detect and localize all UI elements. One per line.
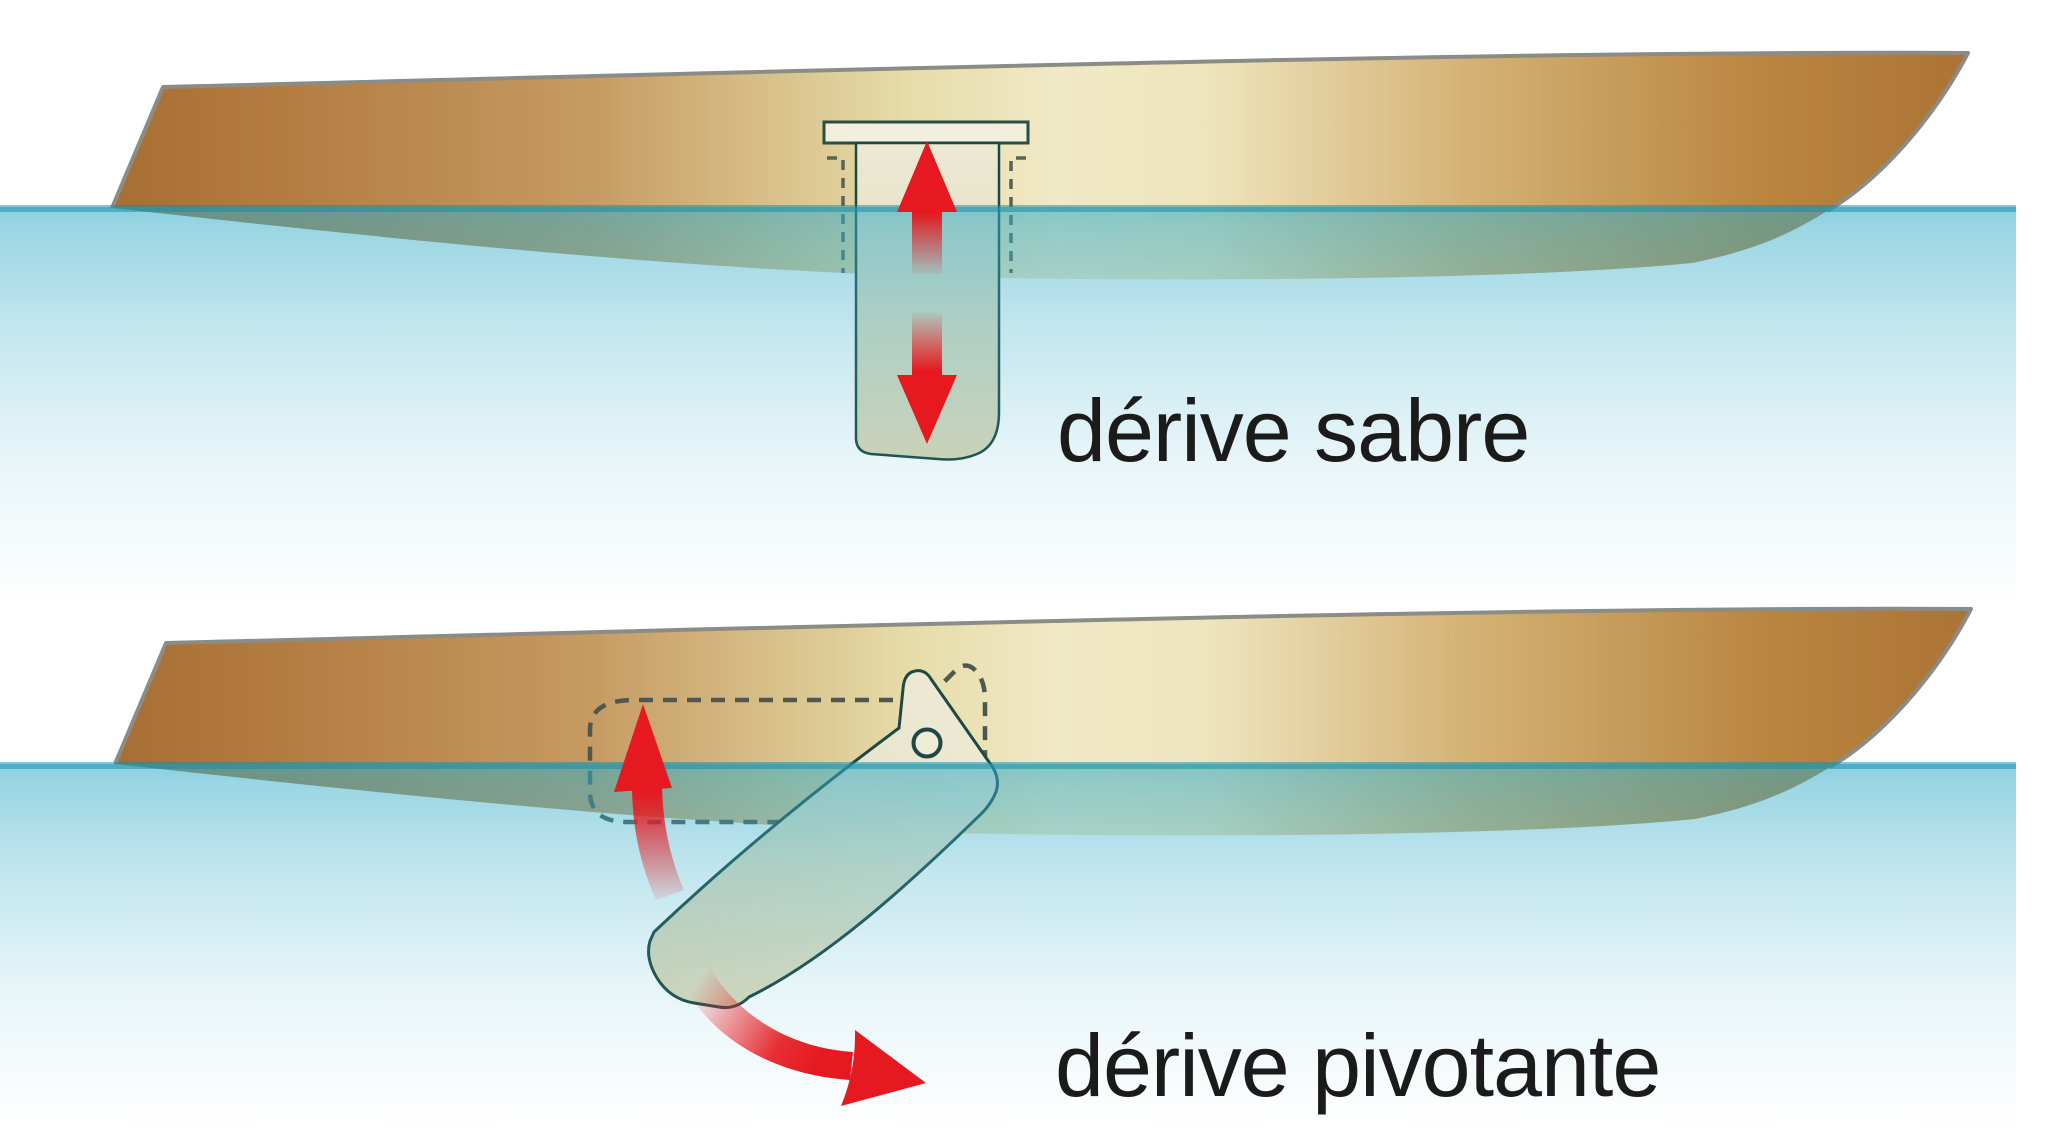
arrow-up-shaft bbox=[632, 787, 684, 900]
pivot-hole bbox=[911, 727, 943, 759]
arrow-up-icon bbox=[897, 141, 957, 274]
panel-derive-pivotante: dérive pivotante bbox=[0, 606, 2016, 1124]
water-surface-top bbox=[0, 207, 2016, 607]
label-derive-sabre: dérive sabre bbox=[1057, 381, 1529, 480]
water-surface-bottom bbox=[0, 764, 2016, 1124]
arrow-up-icon bbox=[614, 704, 672, 792]
label-derive-pivotante: dérive pivotante bbox=[1055, 1016, 1660, 1115]
daggerboard-cap bbox=[822, 120, 1030, 145]
swing-arrow-head-icon bbox=[841, 1030, 926, 1106]
swing-arrow-shaft bbox=[682, 962, 853, 1080]
waterline-bottom bbox=[0, 762, 2016, 769]
arrow-down-icon bbox=[897, 313, 957, 444]
waterline-top bbox=[0, 205, 2016, 212]
panel-derive-sabre: dérive sabre bbox=[0, 50, 2016, 607]
